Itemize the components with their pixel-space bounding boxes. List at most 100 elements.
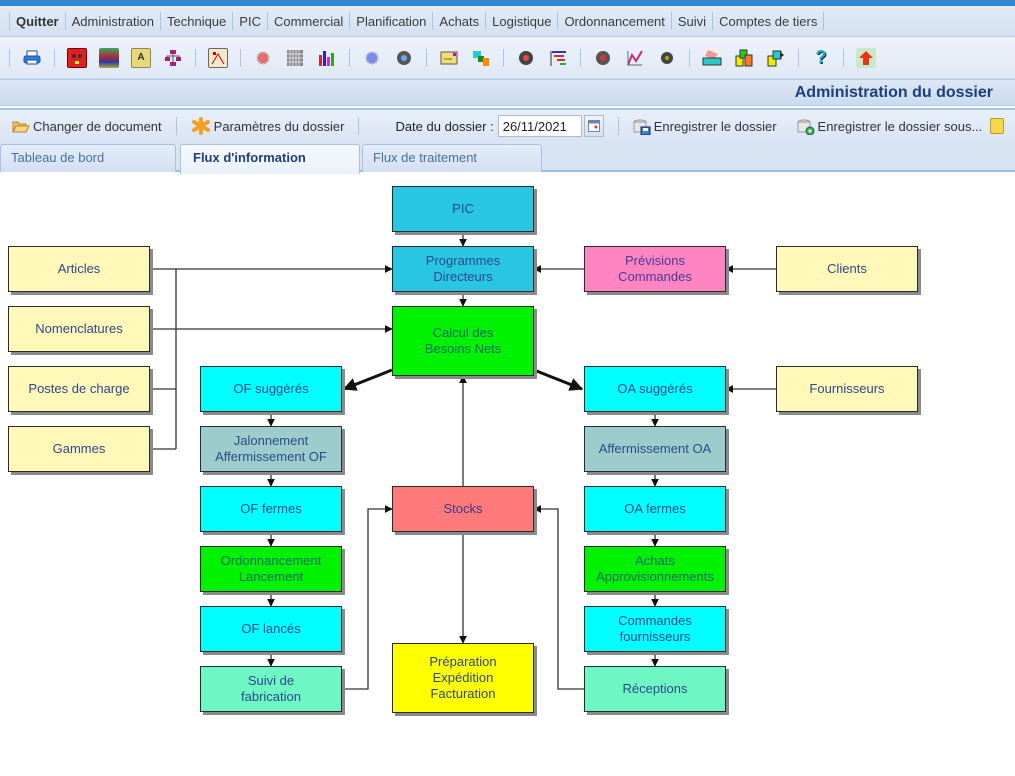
node-commandes-fournisseurs[interactable]: Commandes fournisseurs bbox=[584, 606, 726, 652]
node-nomenclatures[interactable]: Nomenclatures bbox=[8, 306, 150, 352]
node-ordonnancement-lancement[interactable]: Ordonnancement Lancement bbox=[200, 546, 342, 592]
change-document-label: Changer de document bbox=[33, 118, 162, 134]
disc-red-icon[interactable] bbox=[516, 48, 536, 68]
node-achats-approvisionnements[interactable]: Achats Approvisionnements bbox=[584, 546, 726, 592]
menu-planification[interactable]: Planification bbox=[356, 13, 427, 29]
tab-flux-information[interactable]: Flux d'information bbox=[180, 144, 360, 174]
gear-icon[interactable] bbox=[253, 48, 273, 68]
calendar-chart-icon[interactable] bbox=[208, 47, 228, 68]
node-suivi-de-fabrication[interactable]: Suivi de fabrication bbox=[200, 666, 342, 712]
cash-register-icon[interactable] bbox=[702, 47, 722, 68]
folder-open-icon bbox=[12, 119, 30, 133]
robot-icon[interactable] bbox=[67, 47, 87, 68]
node-preparation-expedition-facturation[interactable]: Préparation Expédition Facturation bbox=[392, 643, 534, 713]
tab-flux-de-traitement[interactable]: Flux de traitement bbox=[362, 144, 542, 172]
toolbar-separator bbox=[349, 48, 350, 67]
toolbar-separator bbox=[54, 48, 55, 67]
node-of-fermes[interactable]: OF fermes bbox=[200, 486, 342, 532]
up-arrow-icon[interactable] bbox=[856, 47, 876, 68]
node-jalonnement-affermissement-of[interactable]: Jalonnement Affermissement OF bbox=[200, 426, 342, 472]
node-gammes[interactable]: Gammes bbox=[8, 426, 150, 472]
stacked-books-icon[interactable] bbox=[99, 47, 119, 68]
menu-separator bbox=[485, 12, 487, 30]
note-icon[interactable] bbox=[439, 48, 459, 68]
gear-blue-icon[interactable] bbox=[362, 48, 382, 68]
save-label: Enregistrer le dossier bbox=[653, 118, 777, 134]
toolbar-separator bbox=[843, 48, 844, 67]
menu-logistique[interactable]: Logistique bbox=[492, 13, 552, 29]
node-stocks[interactable]: Stocks bbox=[392, 486, 534, 532]
toolbar-separator bbox=[580, 48, 581, 67]
save-database-icon bbox=[633, 119, 651, 136]
toolbar-separator bbox=[240, 48, 241, 67]
link-calcul-oa-suggeres bbox=[533, 368, 584, 391]
menu-suivi[interactable]: Suivi bbox=[677, 13, 707, 29]
menu-pic[interactable]: PIC bbox=[239, 13, 261, 29]
chart-pen-icon[interactable] bbox=[625, 48, 645, 68]
calendar-picker-button[interactable] bbox=[583, 115, 604, 137]
toolbar-separator bbox=[503, 48, 504, 67]
diagram-links bbox=[150, 232, 776, 690]
save-as-button[interactable]: Enregistrer le dossier sous... bbox=[797, 118, 983, 136]
action-separator bbox=[358, 117, 360, 135]
menu-separator bbox=[432, 12, 434, 30]
save-as-label: Enregistrer le dossier sous... bbox=[817, 118, 983, 134]
node-affermissement-oa[interactable]: Affermissement OA bbox=[584, 426, 726, 472]
menu-technique[interactable]: Technique bbox=[167, 13, 227, 29]
menu-administration[interactable]: Administration bbox=[71, 13, 154, 29]
action-bar: Changer de document Paramètres du dossie… bbox=[0, 108, 1015, 142]
disc-v-icon[interactable] bbox=[593, 48, 613, 68]
menu-separator bbox=[823, 12, 825, 30]
link-calcul-of-suggeres bbox=[342, 368, 393, 391]
disc-icon[interactable] bbox=[394, 48, 414, 68]
menu-commercial[interactable]: Commercial bbox=[273, 13, 344, 29]
node-of-suggeres[interactable]: OF suggérés bbox=[200, 366, 342, 412]
calendar-icon bbox=[587, 120, 600, 132]
node-programmes-directeurs[interactable]: Programmes Directeurs bbox=[392, 246, 534, 292]
date-field[interactable] bbox=[497, 115, 582, 137]
disc-dark-icon[interactable] bbox=[657, 48, 677, 68]
menu-separator bbox=[712, 12, 714, 30]
node-postes-de-charge[interactable]: Postes de charge bbox=[8, 366, 150, 412]
node-oa-suggeres[interactable]: OA suggérés bbox=[584, 366, 726, 412]
node-calcul-besoins-nets[interactable]: Calcul des Besoins Nets bbox=[392, 306, 534, 376]
gantt-icon[interactable] bbox=[548, 48, 568, 68]
node-receptions[interactable]: Réceptions bbox=[584, 666, 726, 712]
node-clients[interactable]: Clients bbox=[776, 246, 918, 292]
node-articles[interactable]: Articles bbox=[8, 246, 150, 292]
page-title-bar: Administration du dossier bbox=[0, 79, 1015, 106]
tab-tableau-de-bord[interactable]: Tableau de bord bbox=[0, 144, 176, 172]
parameters-button[interactable]: Paramètres du dossier bbox=[191, 117, 344, 135]
bar-chart-icon[interactable] bbox=[317, 48, 337, 68]
menu-separator bbox=[266, 12, 268, 30]
menu-separator bbox=[64, 12, 66, 30]
node-previsions-commandes[interactable]: Prévisions Commandes bbox=[584, 246, 726, 292]
node-of-lances[interactable]: OF lancés bbox=[200, 606, 342, 652]
menu-comptes-de-tiers[interactable]: Comptes de tiers bbox=[719, 13, 818, 29]
menu-ordonnancement[interactable]: Ordonnancement bbox=[564, 13, 665, 29]
save-button[interactable]: Enregistrer le dossier bbox=[633, 118, 777, 136]
blocks-icon[interactable] bbox=[734, 48, 754, 68]
toolbar-separator bbox=[9, 48, 10, 67]
menu-quitter[interactable]: Quitter bbox=[16, 13, 59, 29]
main-menu-bar: Quitter Administration Technique PIC Com… bbox=[0, 6, 1015, 37]
action-separator bbox=[175, 117, 177, 135]
link-receptions-stocks bbox=[533, 505, 584, 690]
grid-table-icon[interactable] bbox=[285, 48, 305, 68]
menu-achats[interactable]: Achats bbox=[439, 13, 480, 29]
node-oa-fermes[interactable]: OA fermes bbox=[584, 486, 726, 532]
org-chart-icon[interactable] bbox=[163, 48, 183, 68]
node-fournisseurs[interactable]: Fournisseurs bbox=[776, 366, 918, 412]
change-document-button[interactable]: Changer de document bbox=[12, 119, 162, 134]
blocks-arrow-icon[interactable] bbox=[766, 48, 786, 68]
link-suivi-stocks bbox=[342, 505, 393, 690]
menu-separator bbox=[9, 12, 10, 30]
folder-a-icon[interactable]: A bbox=[131, 47, 151, 68]
transfer-icon[interactable] bbox=[471, 48, 491, 68]
help-icon[interactable]: ? bbox=[815, 47, 827, 67]
menu-separator bbox=[670, 12, 672, 30]
node-pic[interactable]: PIC bbox=[392, 186, 534, 232]
note-icon[interactable] bbox=[990, 118, 1005, 134]
icon-toolbar: A ? bbox=[0, 37, 1015, 79]
printer-icon[interactable] bbox=[22, 48, 42, 68]
